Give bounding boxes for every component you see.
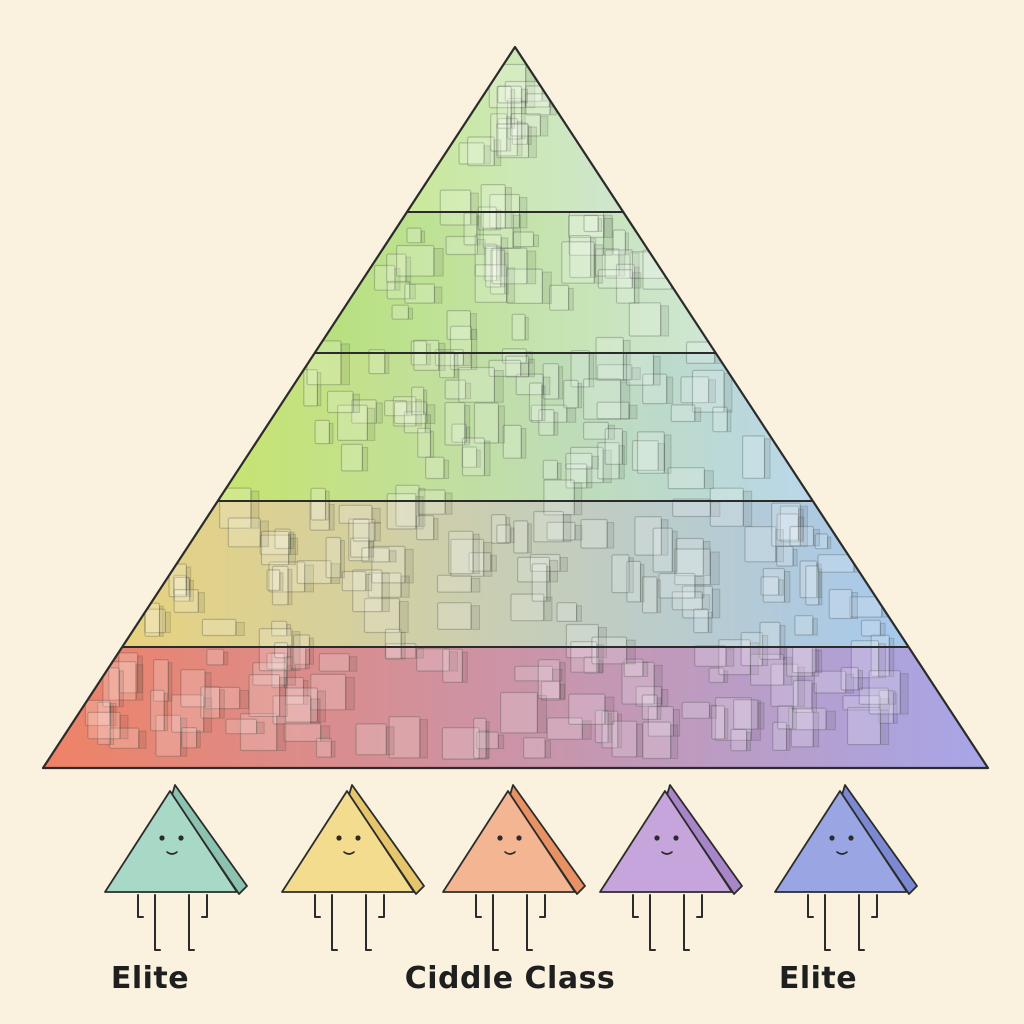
pyramid-tier-1 (406, 47, 624, 212)
characters (104, 784, 918, 951)
label-middle-class: Ciddle Class (405, 961, 616, 996)
pyramid-tier-4 (122, 501, 909, 647)
pyramid-tier-5 (43, 647, 988, 768)
character-blue (774, 784, 918, 951)
character-teal (104, 784, 248, 951)
character-purple (599, 784, 743, 951)
label-left-elite: Elite (111, 961, 189, 996)
pyramid-tier-3 (217, 353, 813, 501)
city-buildings (84, 63, 909, 760)
pyramid-tier-2 (314, 212, 716, 353)
label-right-elite: Elite (779, 961, 857, 996)
character-yellow (281, 784, 425, 951)
character-peach (442, 784, 586, 951)
pyramid (41, 45, 990, 770)
pyramid-outline (41, 45, 990, 770)
